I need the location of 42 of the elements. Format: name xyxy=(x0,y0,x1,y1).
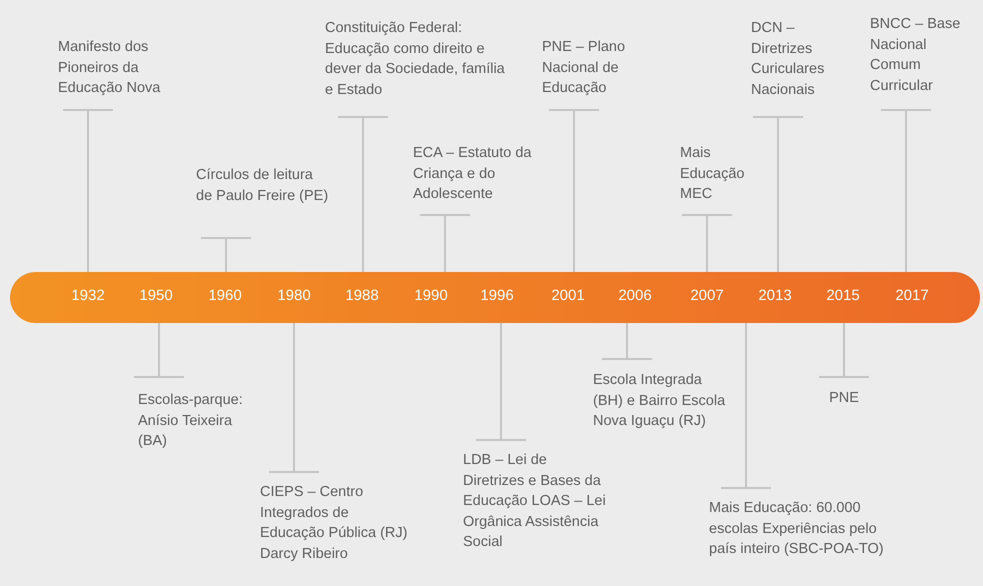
leader-line xyxy=(475,322,527,441)
leader-line xyxy=(681,214,733,273)
year-label: 2001 xyxy=(551,287,585,304)
year-label: 1990 xyxy=(414,287,448,304)
event-text: PNE – Plano Nacional de Educação xyxy=(542,37,652,98)
leader-line xyxy=(818,322,870,378)
event-text: Escola Integrada (BH) e Bairro Escola Nova Iguaçu (RJ) xyxy=(593,370,728,432)
year-label: 1932 xyxy=(71,287,105,304)
year-label: 1996 xyxy=(480,287,514,304)
leader-line xyxy=(337,116,389,273)
year-label: 1950 xyxy=(139,287,173,304)
leader-line xyxy=(62,109,114,273)
year-label: 2017 xyxy=(895,287,929,304)
event-text: Constituição Federal: Educação como direito e dever da Sociedade, família e Estado xyxy=(325,18,510,100)
event-text: LDB – Lei de Diretrizes e Bases da Educação LOAS – Lei Orgânica Assistência Social xyxy=(463,450,608,552)
event-text: BNCC – Base Nacional Comum Curricular xyxy=(870,14,978,96)
year-label: 2007 xyxy=(690,287,724,304)
event-text: CIEPS – Centro Integrados de Educação Pública (RJ) Darcy Ribeiro xyxy=(260,482,410,564)
leader-line xyxy=(752,116,804,273)
event-text: Círculos de leitura de Paulo Freire (PE) xyxy=(196,165,331,206)
event-text: DCN – Diretrizes Curiculares Nacionais xyxy=(751,18,846,100)
event-text: Mais Educação MEC xyxy=(680,143,760,204)
leader-line xyxy=(200,237,252,273)
event-text: Escolas-parque: Anísio Teixeira (BA) xyxy=(138,390,263,452)
leader-line xyxy=(419,214,471,273)
leader-line xyxy=(548,109,600,273)
year-label: 2006 xyxy=(618,287,652,304)
year-label: 2015 xyxy=(826,287,860,304)
event-text: Mais Educação: 60.000 escolas Experiências pelo país inteiro (SBC-POA-TO) xyxy=(709,498,889,560)
year-label: 1988 xyxy=(345,287,379,304)
leader-line xyxy=(720,322,772,489)
year-label: 1980 xyxy=(277,287,311,304)
event-text: ECA – Estatuto da Criança e do Adolescente xyxy=(413,143,538,204)
leader-line xyxy=(880,109,932,273)
year-label: 2013 xyxy=(758,287,792,304)
year-label: 1960 xyxy=(208,287,242,304)
leader-line xyxy=(601,322,653,360)
event-text: Manifesto dos Pioneiros da Educação Nova xyxy=(58,37,203,98)
leader-line xyxy=(268,322,320,473)
event-text: PNE xyxy=(814,388,874,408)
leader-line xyxy=(133,322,185,378)
timeline-bar xyxy=(10,272,980,323)
